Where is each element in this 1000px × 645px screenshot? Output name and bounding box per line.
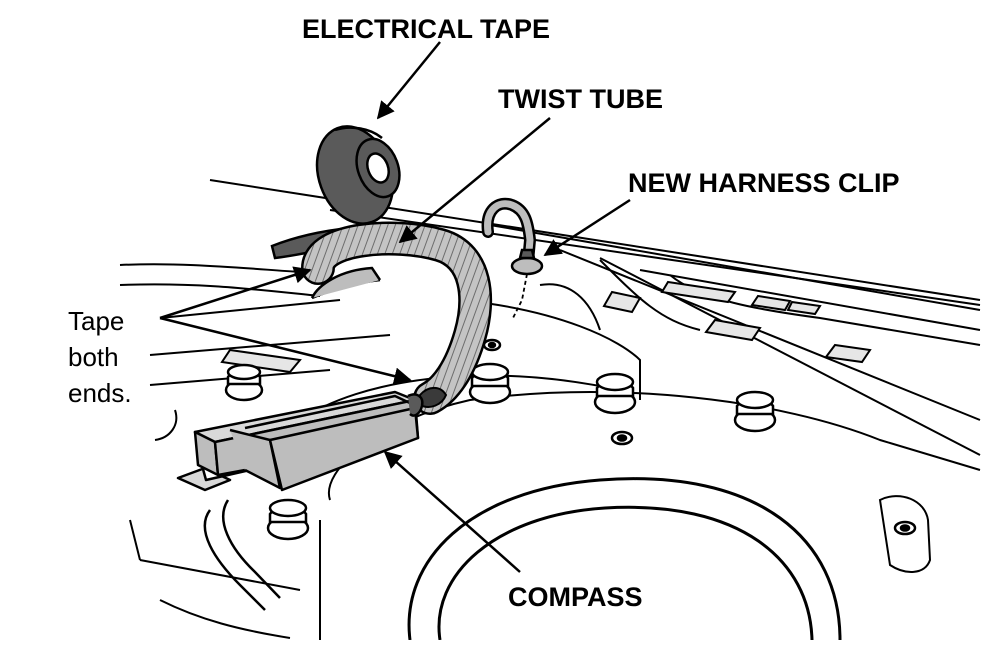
panel-holes (482, 338, 917, 536)
label-tape-note-line2: both (68, 342, 119, 372)
new-harness-clip (481, 197, 544, 321)
arrow-electrical-tape (376, 41, 441, 120)
arrow-twist-tube (398, 117, 551, 244)
bolt-heads (224, 362, 777, 541)
harness-loop (203, 499, 281, 611)
panel-slots (220, 280, 872, 374)
arrow-compass (383, 450, 521, 573)
arrow-tape-bottom (159, 316, 412, 385)
label-tape-note-line1: Tape (68, 306, 124, 336)
label-twist-tube: TWIST TUBE (498, 84, 663, 114)
label-tape-note-line3: ends. (68, 378, 132, 408)
bolt (468, 362, 512, 405)
label-electrical-tape: ELECTRICAL TAPE (302, 14, 550, 44)
roof-panel (119, 179, 981, 640)
arrow-harness-clip (543, 198, 631, 257)
label-compass: COMPASS (508, 582, 643, 612)
compass-module (176, 390, 424, 492)
arrow-tape-top (159, 266, 312, 320)
bolt (224, 363, 264, 402)
bolt (593, 372, 637, 415)
speaker-opening (407, 477, 842, 641)
bolt (733, 390, 777, 433)
bolt (266, 498, 310, 541)
twist-tube (301, 221, 493, 415)
label-new-harness-clip: NEW HARNESS CLIP (628, 168, 900, 198)
leader-arrows (159, 41, 631, 573)
